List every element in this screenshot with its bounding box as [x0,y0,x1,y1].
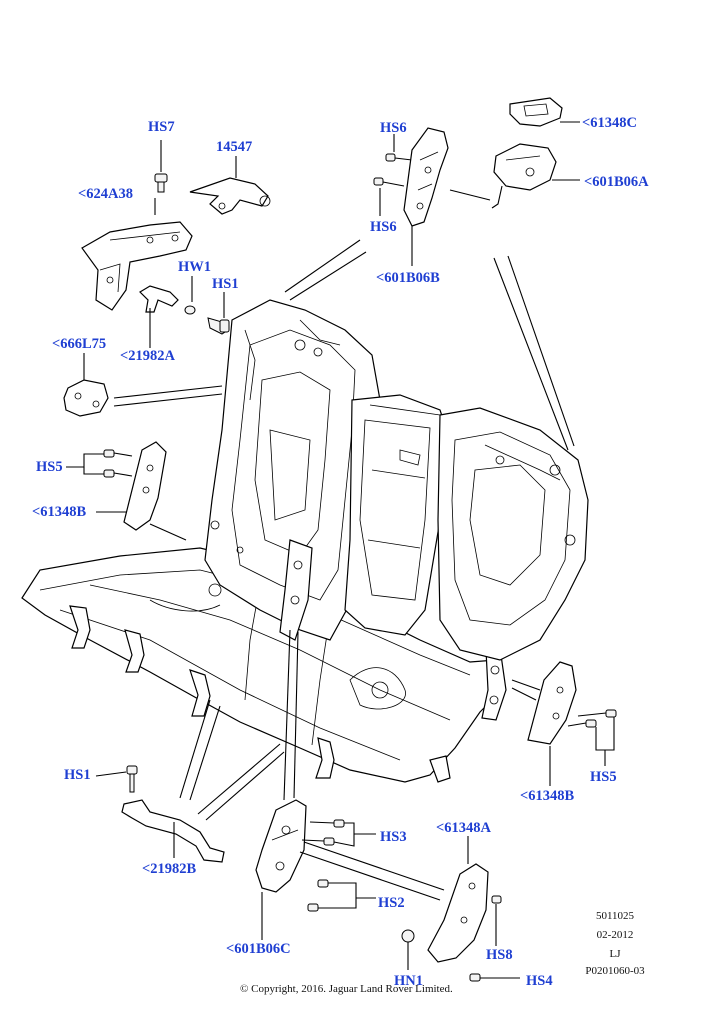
hs5-right-screws [567,709,617,766]
label-21982a: <21982A [120,348,175,364]
label-hs3: HS3 [380,829,407,845]
label-61348c: <61348C [582,115,637,131]
label-hs4: HS4 [526,973,553,989]
part-61348b-left-trim [96,441,187,541]
hs2-screws [307,879,376,912]
part-666l75 [63,353,223,417]
seatback-right-frame [437,407,589,661]
label-hs5-left: HS5 [36,459,63,475]
label-hs2: HS2 [378,895,405,911]
label-21982b: <21982B [142,861,197,877]
hs1-bolt-bottom [95,765,138,793]
label-hs1-bottom: HS1 [64,767,91,783]
label-601b06c: <601B06C [226,941,291,957]
part-61348b-right-trim [511,661,577,786]
part-14547-bracket [189,156,271,215]
part-601b06b-bracket [403,127,491,266]
label-601b06a: <601B06A [584,174,649,190]
label-hs5-right: HS5 [590,769,617,785]
part-61348a-trim [427,836,489,963]
label-hs1-top: HS1 [212,276,239,292]
part-601b06a-latch [491,143,580,209]
hs4-screw [469,973,520,982]
seatback-left-frame [204,299,381,641]
label-hs6-bottom: HS6 [370,219,397,235]
hn1-nut [401,929,415,970]
part-61348c-cap [509,97,580,127]
drawing-code: P0201060-03 [585,965,645,977]
label-hn1: HN1 [394,973,423,989]
hs1-bolt-top [207,292,230,335]
hs8-screw [491,895,502,946]
label-666l75: <666L75 [52,336,107,352]
label-624a38: <624A38 [78,186,133,202]
drawing-initials: LJ [609,948,621,960]
label-61348a: <61348A [436,820,491,836]
hs6-screws [373,134,413,216]
hs7-bolt [154,140,168,193]
label-61348b-left: <61348B [32,504,87,520]
center-hinge-plate [279,539,313,641]
seatback-center-frame [344,394,451,636]
drawing-date: 02-2012 [596,929,634,941]
label-61348b-right: <61348B [520,788,575,804]
hw1-washer [184,276,196,315]
label-601b06b: <601B06B [376,270,440,286]
part-601b06c-plate [255,629,445,940]
label-hs7: HS7 [148,119,175,135]
copyright-notice: © Copyright, 2016. Jaguar Land Rover Lim… [240,983,453,995]
part-624a38-bracket [81,198,193,311]
part-21982b-bar [121,699,285,863]
label-14547: 14547 [216,139,253,155]
hs5-left-screws [66,449,133,478]
drawing-ref-number: 5011025 [595,910,635,922]
label-hw1: HW1 [178,259,212,275]
part-21982a-clip [139,285,179,348]
hs3-screws [301,819,376,847]
label-hs8: HS8 [486,947,513,963]
label-hs6-top: HS6 [380,120,407,136]
